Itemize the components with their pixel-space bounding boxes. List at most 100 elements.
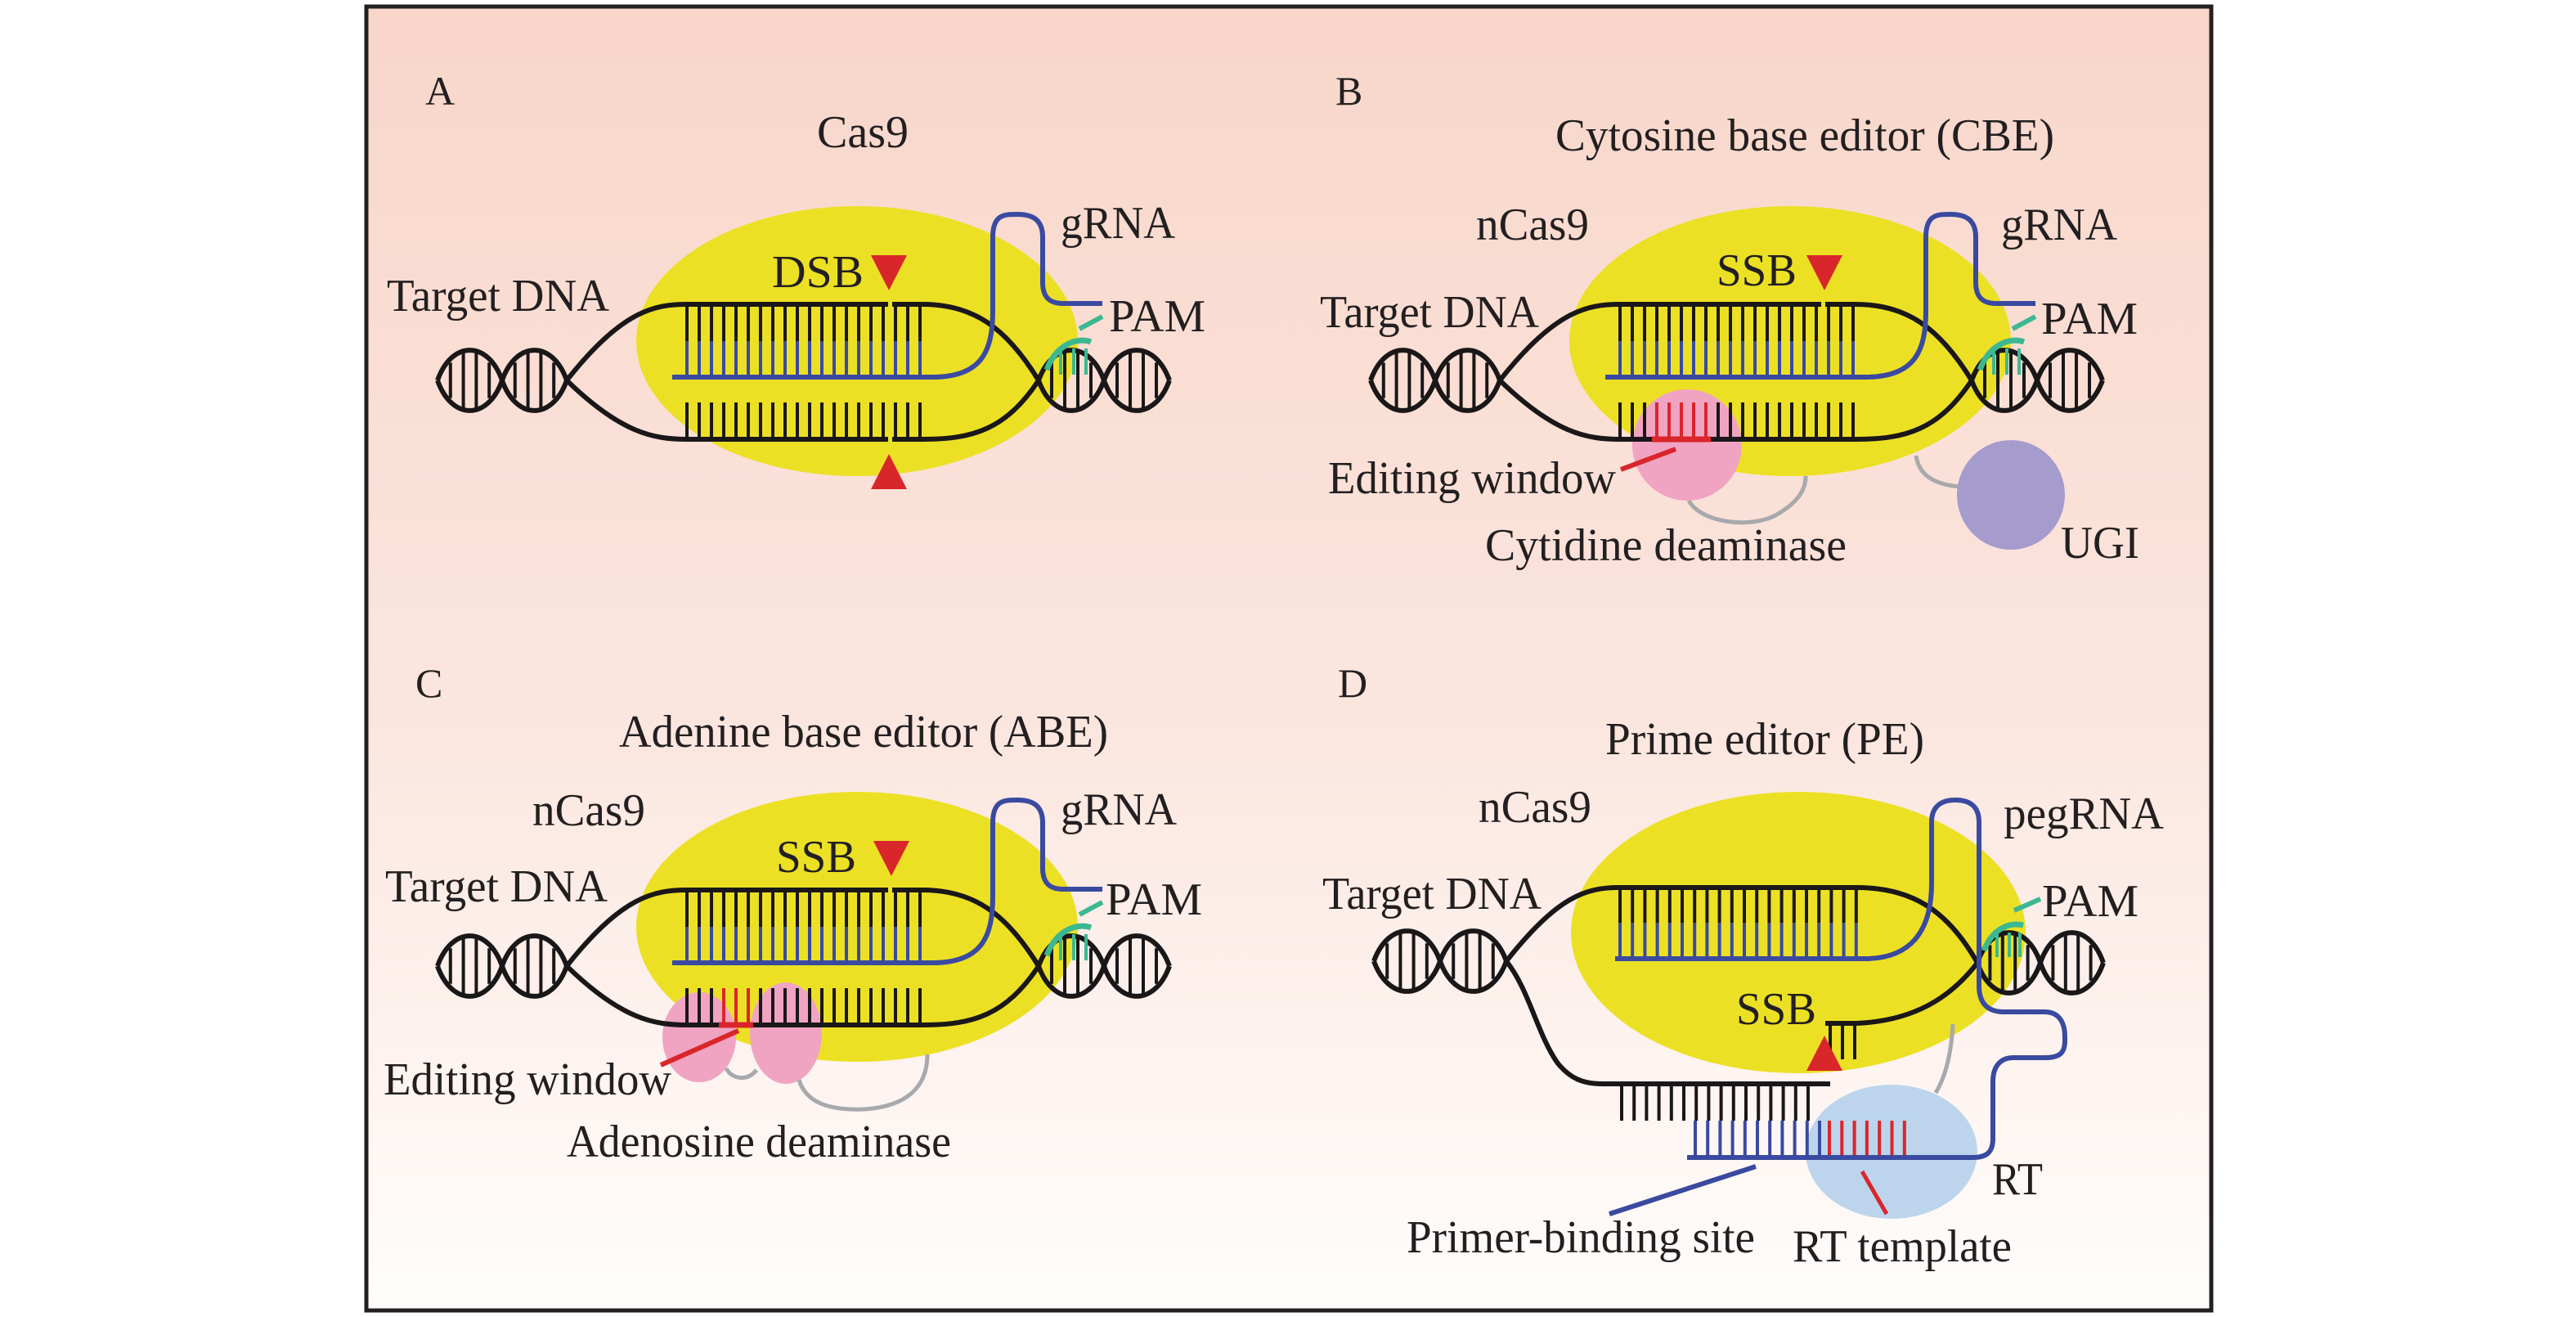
panel-letter-a: A: [425, 68, 455, 114]
ugi-protein: [1957, 440, 2065, 550]
helix-strand: [435, 348, 569, 382]
rt-template: [1828, 1121, 1906, 1156]
top-strand: [1504, 885, 1980, 964]
panel-letter-b: B: [1335, 68, 1362, 114]
top-strand: [1825, 302, 1974, 382]
top-strand: [892, 888, 1041, 968]
panel-geometry: [435, 792, 1172, 1112]
adenosine-deaminase-monomer: [662, 992, 736, 1082]
bottom-ladder: [685, 988, 922, 1025]
editing-window-pointer-c: [659, 1028, 740, 1068]
top-strand: [1497, 302, 1821, 382]
nicked-strand: [1504, 960, 1830, 1086]
panel-a-cas9: [435, 206, 1172, 489]
left-dna-helix: [1368, 348, 1502, 413]
helix-strand: [1368, 348, 1502, 382]
top-strand: [892, 302, 1041, 382]
bottom-strand: [564, 964, 922, 1027]
pam-region: [1977, 314, 2037, 375]
bottom-strand: [892, 379, 1041, 442]
ssb-label-d: SSB: [1736, 984, 1816, 1035]
adenosine-deaminase-label: Adenosine deaminase: [567, 1117, 951, 1167]
ssb-marker-c: [873, 841, 909, 876]
panel-d-prime-editor: [1371, 792, 2106, 1219]
helix-strand: [1368, 379, 1502, 413]
ncas9-protein: [1571, 792, 2026, 1073]
primer-binding-site: [1694, 1121, 1821, 1156]
panel-c-abe: [435, 792, 1172, 1112]
dsb-marker-bottom: [871, 454, 907, 489]
ncas9-label-b: nCas9: [1476, 200, 1589, 250]
helix-strand: [1036, 379, 1172, 413]
target-dna-label-c: Target DNA: [385, 861, 608, 912]
left-dna-helix: [435, 348, 569, 413]
helix-strand: [1036, 964, 1172, 999]
helix-strand: [435, 964, 569, 999]
ssb-label-c: SSB: [776, 832, 856, 883]
editing-window-label-b: Editing window: [1328, 453, 1617, 504]
bottom-ladder: [685, 402, 922, 439]
bottom-strand: [1497, 378, 1856, 442]
pam-label-b: PAM: [2041, 294, 2138, 344]
editing-window-label-c: Editing window: [384, 1054, 672, 1105]
guide-rna: [672, 211, 1102, 380]
panel-d-title: Prime editor (PE): [1605, 714, 1924, 765]
linker-c2: [797, 1054, 930, 1112]
target-dna-label-a: Target DNA: [387, 271, 610, 321]
ncas9-label-d: nCas9: [1479, 782, 1591, 833]
left-dna-helix: [1371, 928, 1509, 994]
helix-strand: [1969, 379, 2105, 413]
top-strand: [564, 888, 888, 968]
flap-strand: [1825, 961, 1980, 1026]
top-ladder: [685, 890, 922, 963]
pam-pointer: [1078, 314, 1104, 331]
linker-b1: [1686, 475, 1808, 525]
primer-binding-site-label: Primer-binding site: [1407, 1212, 1755, 1263]
right-dna-helix: [1036, 933, 1172, 999]
bottom-strand: [922, 964, 1041, 1027]
panel-letter-c: C: [415, 660, 442, 706]
panel-b-title: Cytosine base editor (CBE): [1555, 110, 2054, 161]
helix-strand: [1371, 928, 1509, 963]
helix-strand: [435, 379, 569, 413]
top-ladder: [1618, 304, 1855, 377]
pam-region: [1043, 900, 1104, 960]
rt-label: RT: [1992, 1154, 2043, 1205]
lower-ladder: [1620, 1084, 1810, 1121]
linker-b2: [1914, 455, 1961, 489]
pam-arc: [1977, 337, 2026, 371]
pam-pointer: [2013, 897, 2042, 913]
ugi-label: UGI: [2061, 518, 2139, 569]
pegrna: [1615, 797, 2067, 1160]
pam-label-d: PAM: [2042, 876, 2138, 927]
pam-arc: [1043, 337, 1093, 371]
pam-label-c: PAM: [1106, 874, 1202, 925]
helix-strand: [435, 933, 569, 968]
rt-template-label: RT template: [1793, 1221, 2012, 1272]
target-dna-label-d: Target DNA: [1322, 869, 1542, 919]
grna-label-c: gRNA: [1061, 784, 1178, 835]
helix-strand: [1371, 960, 1509, 994]
top-ladder: [685, 304, 922, 377]
pam-arc: [1043, 923, 1093, 957]
ssb-label-b: SSB: [1717, 245, 1797, 296]
target-dna-label-b: Target DNA: [1320, 287, 1540, 338]
pegrna-label: pegRNA: [2004, 789, 2165, 839]
pbs-pointer: [1609, 1164, 1757, 1216]
ncas9-label-c: nCas9: [532, 785, 645, 836]
dsb-marker-top: [871, 255, 907, 290]
top-ladder: [1618, 888, 1858, 959]
cytidine-deaminase: [1632, 389, 1742, 501]
panel-c-title: Adenine base editor (ABE): [619, 707, 1108, 757]
panel-geometry: [1371, 792, 2106, 1219]
helix-strand: [1975, 961, 2106, 996]
ssb-marker-b: [1806, 255, 1842, 290]
ssb-marker-d: [1806, 1036, 1842, 1071]
dsb-label: DSB: [772, 247, 864, 298]
bottom-strand: [564, 378, 888, 442]
panel-a-title: Cas9: [817, 107, 909, 158]
pam-pointer: [2011, 314, 2037, 331]
panel-geometry: [1368, 206, 2105, 550]
bottom-strand: [1855, 379, 1974, 442]
